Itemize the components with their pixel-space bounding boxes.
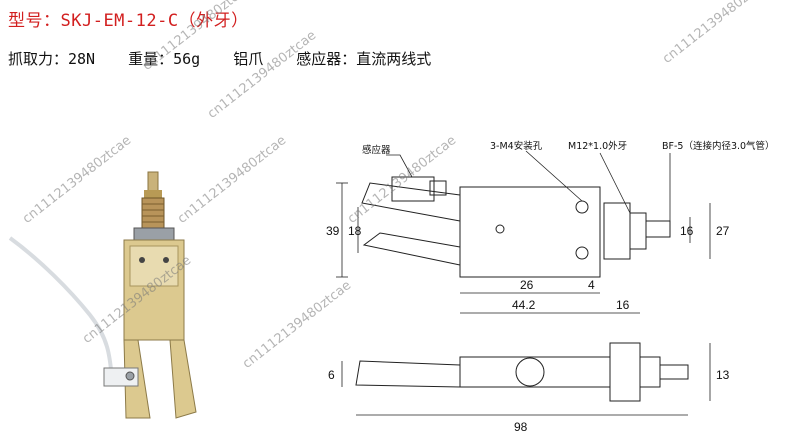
dim-16-right: 16 — [680, 224, 694, 238]
top-fitting — [645, 220, 671, 238]
watermark: cn1112139480ztcae — [205, 28, 320, 122]
watermark: cn1112139480ztcae — [660, 0, 775, 67]
sensor-outline — [391, 176, 435, 202]
gripper-photo — [8, 171, 197, 419]
top-nut — [603, 202, 631, 260]
dim-39: 39 — [326, 224, 340, 238]
model-value: SKJ-EM-12-C — [60, 11, 179, 31]
spec-sensor: 感应器：直流两线式 — [296, 50, 432, 68]
hex-nut — [133, 227, 175, 241]
side-nut — [609, 342, 641, 402]
model-note: （外牙） — [178, 11, 249, 31]
spec-weight: 重量：56g — [128, 50, 201, 68]
sensor-cable — [8, 236, 114, 381]
mount-hole-2 — [575, 246, 589, 260]
top-body — [459, 186, 601, 278]
side-jaw — [355, 360, 461, 388]
dim-27: 27 — [716, 224, 730, 238]
spec-line: 抓取力：28N 重量：56g 铝爪 感应器：直流两线式 — [8, 48, 455, 69]
dim-18: 18 — [348, 224, 362, 238]
top-thread — [629, 212, 647, 250]
side-fitting — [659, 364, 689, 380]
dim-26: 26 — [520, 278, 534, 292]
callout-fitting: BF-5（连接内径3.0气管） — [662, 140, 775, 152]
technical-drawing: 感应器 3-M4安装孔 M12*1.0外牙 BF-5（连接内径3.0气管） 39… — [326, 140, 775, 434]
mount-hole-3 — [495, 224, 505, 234]
mount-hole-1 — [575, 200, 589, 214]
dim-44-2: 44.2 — [512, 298, 536, 312]
callout-sensor: 感应器 — [362, 144, 391, 156]
dim-4: 4 — [588, 278, 595, 292]
callout-mount-holes: 3-M4安装孔 — [490, 140, 543, 152]
top-jaw-upper — [361, 182, 461, 222]
callout-thread: M12*1.0外牙 — [568, 140, 627, 152]
right-jaw — [169, 339, 197, 419]
product-title: 型号：SKJ-EM-12-C（外牙） — [8, 6, 249, 31]
dim-13: 13 — [716, 368, 730, 382]
dim-6: 6 — [328, 368, 335, 382]
top-jaw-lower — [362, 232, 461, 266]
dim-16-bottom: 16 — [616, 298, 630, 312]
thread-leader — [599, 152, 631, 214]
sensor-leader — [386, 154, 413, 178]
side-body — [459, 356, 611, 388]
dim-98: 98 — [514, 420, 528, 434]
model-label: 型号： — [8, 11, 61, 31]
holes-leader — [525, 150, 583, 202]
spec-material: 铝爪 — [233, 50, 264, 68]
spec-grip-force: 抓取力：28N — [8, 50, 96, 68]
